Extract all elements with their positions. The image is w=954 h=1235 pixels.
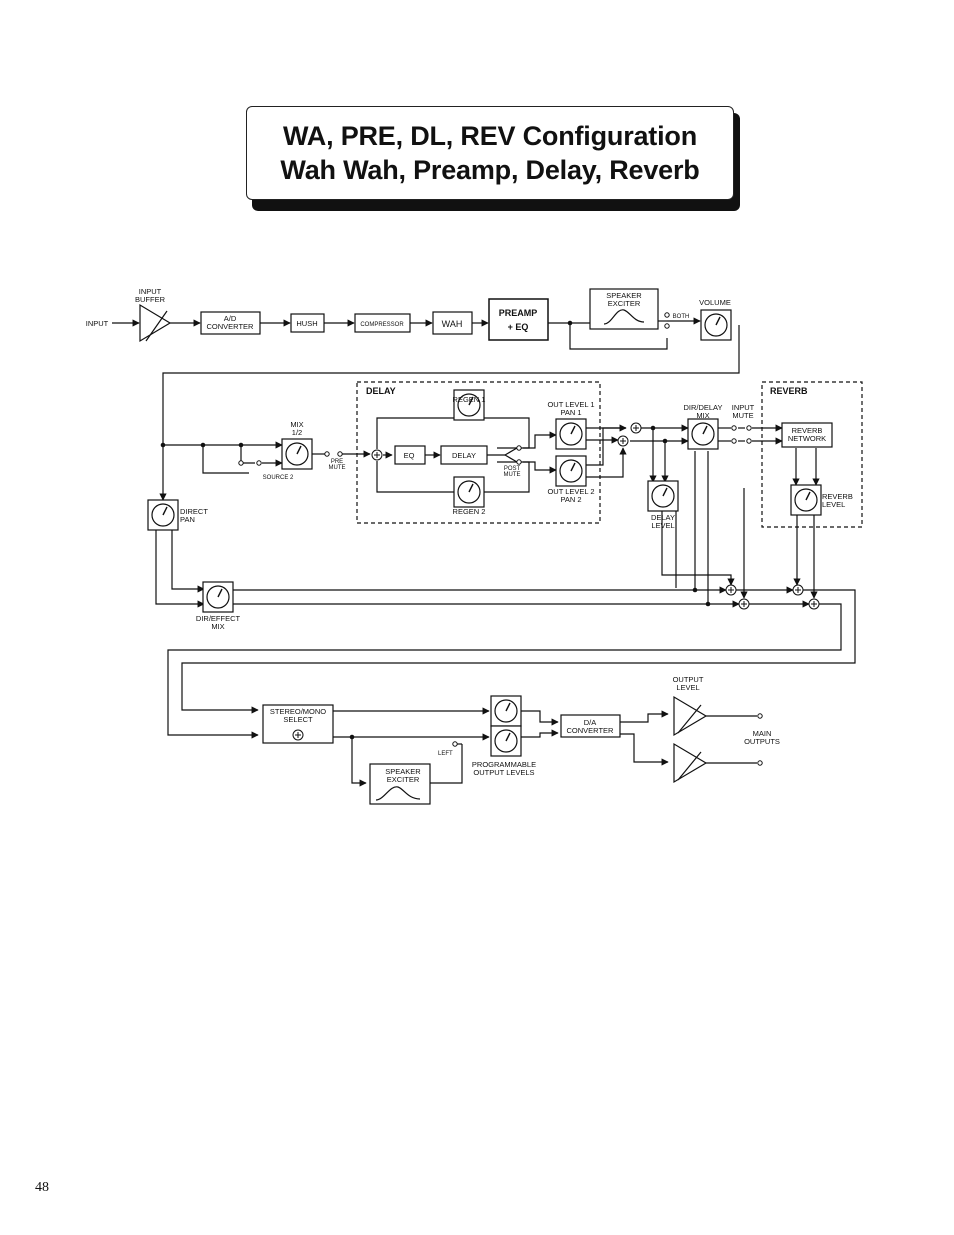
dir-effect-mix-1-label: DIR/EFFECT [196, 614, 241, 623]
input-mute-1-label: INPUT [732, 403, 755, 412]
out-level1-knob[interactable] [555, 418, 587, 450]
regen1-label: REGEN 1 [453, 395, 486, 404]
pre-mute-1-label: PRE [331, 459, 343, 465]
regen2-label: REGEN 2 [453, 507, 486, 516]
prog-levels-2-label: OUTPUT LEVELS [473, 768, 534, 777]
mix-1-label: MIX [290, 420, 303, 429]
reverb-level-knob[interactable] [790, 484, 822, 516]
speaker-exciter-2-label: EXCITER [608, 299, 641, 308]
out-level2-2-label: PAN 2 [560, 495, 581, 504]
title-line-2: Wah Wah, Preamp, Delay, Reverb [280, 155, 700, 185]
post-mute-1-label: POST [504, 466, 521, 472]
direct-pan-1-label: DIRECT [180, 507, 208, 516]
main-outputs-2-label: OUTPUTS [744, 737, 780, 746]
compressor-label: COMPRESSOR [360, 322, 404, 328]
stereo-mono-1-label: STEREO/MONO [270, 707, 326, 716]
output-level-1-label: OUTPUT [673, 675, 704, 684]
reverb-section-label: REVERB [770, 386, 808, 396]
dir-delay-mix-knob[interactable] [687, 418, 719, 450]
speaker-exciter2-2-label: EXCITER [387, 775, 420, 784]
out-level2-knob[interactable] [555, 455, 587, 487]
preamp-1-label: PREAMP [499, 308, 538, 318]
main-outputs-1-label: MAIN [753, 729, 772, 738]
input-buffer-1-label: INPUT [139, 287, 162, 296]
reverb-level-1-label: REVERB [822, 492, 853, 501]
delay-level-1-label: DELAY [651, 513, 675, 522]
volume-label: VOLUME [699, 298, 731, 307]
da-1-label: D/A [584, 718, 597, 727]
dir-delay-mix-2-label: MIX [696, 411, 709, 420]
da-2-label: CONVERTER [567, 726, 615, 735]
dir-effect-mix-knob[interactable] [202, 581, 234, 613]
out-level1-2-label: PAN 1 [560, 408, 581, 417]
page-number: 48 [35, 1180, 49, 1195]
preamp-2-label: + EQ [508, 322, 529, 332]
delay-section-label: DELAY [366, 386, 396, 396]
dir-delay-mix-1-label: DIR/DELAY [683, 403, 722, 412]
eq-label: EQ [404, 451, 415, 460]
mix-knob[interactable] [281, 438, 313, 470]
stereo-mono-2-label: SELECT [283, 715, 313, 724]
pre-mute-2-label: MUTE [329, 465, 346, 471]
regen2-knob[interactable] [453, 476, 485, 508]
ad-1-label: A/D [224, 314, 237, 323]
output-level-2-label: LEVEL [676, 683, 699, 692]
output-level-knob-1[interactable] [490, 695, 522, 727]
post-mute-2-label: MUTE [504, 472, 521, 478]
delay-level-2-label: LEVEL [651, 521, 674, 530]
direct-pan-knob[interactable] [147, 499, 179, 531]
title-line-1: WA, PRE, DL, REV Configuration [283, 121, 697, 151]
direct-pan-2-label: PAN [180, 515, 195, 524]
delay-level-knob[interactable] [647, 480, 679, 512]
source2-label: SOURCE 2 [263, 475, 294, 481]
output-level-knob-2[interactable] [490, 725, 522, 757]
input-buffer-2-label: BUFFER [135, 295, 166, 304]
reverb-network-1-label: REVERB [792, 426, 823, 435]
wah-label: WAH [442, 319, 463, 329]
reverb-level-2-label: LEVEL [822, 500, 845, 509]
out-level2-1-label: OUT LEVEL 2 [547, 487, 594, 496]
speaker-exciter2-1-label: SPEAKER [385, 767, 421, 776]
out-level1-1-label: OUT LEVEL 1 [547, 400, 594, 409]
speaker-exciter-1-label: SPEAKER [606, 291, 642, 300]
delay-block-label: DELAY [452, 451, 476, 460]
left-label: LEFT [438, 751, 453, 757]
input-label: INPUT [86, 319, 109, 328]
input-mute-2-label: MUTE [732, 411, 753, 420]
both-label: BOTH [673, 314, 690, 320]
prog-levels-1-label: PROGRAMMABLE [472, 760, 536, 769]
mix-2-label: 1/2 [292, 428, 302, 437]
dir-effect-mix-2-label: MIX [211, 622, 224, 631]
title-box: WA, PRE, DL, REV Configuration Wah Wah, … [246, 106, 734, 200]
hush-label: HUSH [296, 319, 317, 328]
volume-knob[interactable] [700, 309, 732, 341]
reverb-network-2-label: NETWORK [788, 434, 826, 443]
ad-2-label: CONVERTER [207, 322, 255, 331]
